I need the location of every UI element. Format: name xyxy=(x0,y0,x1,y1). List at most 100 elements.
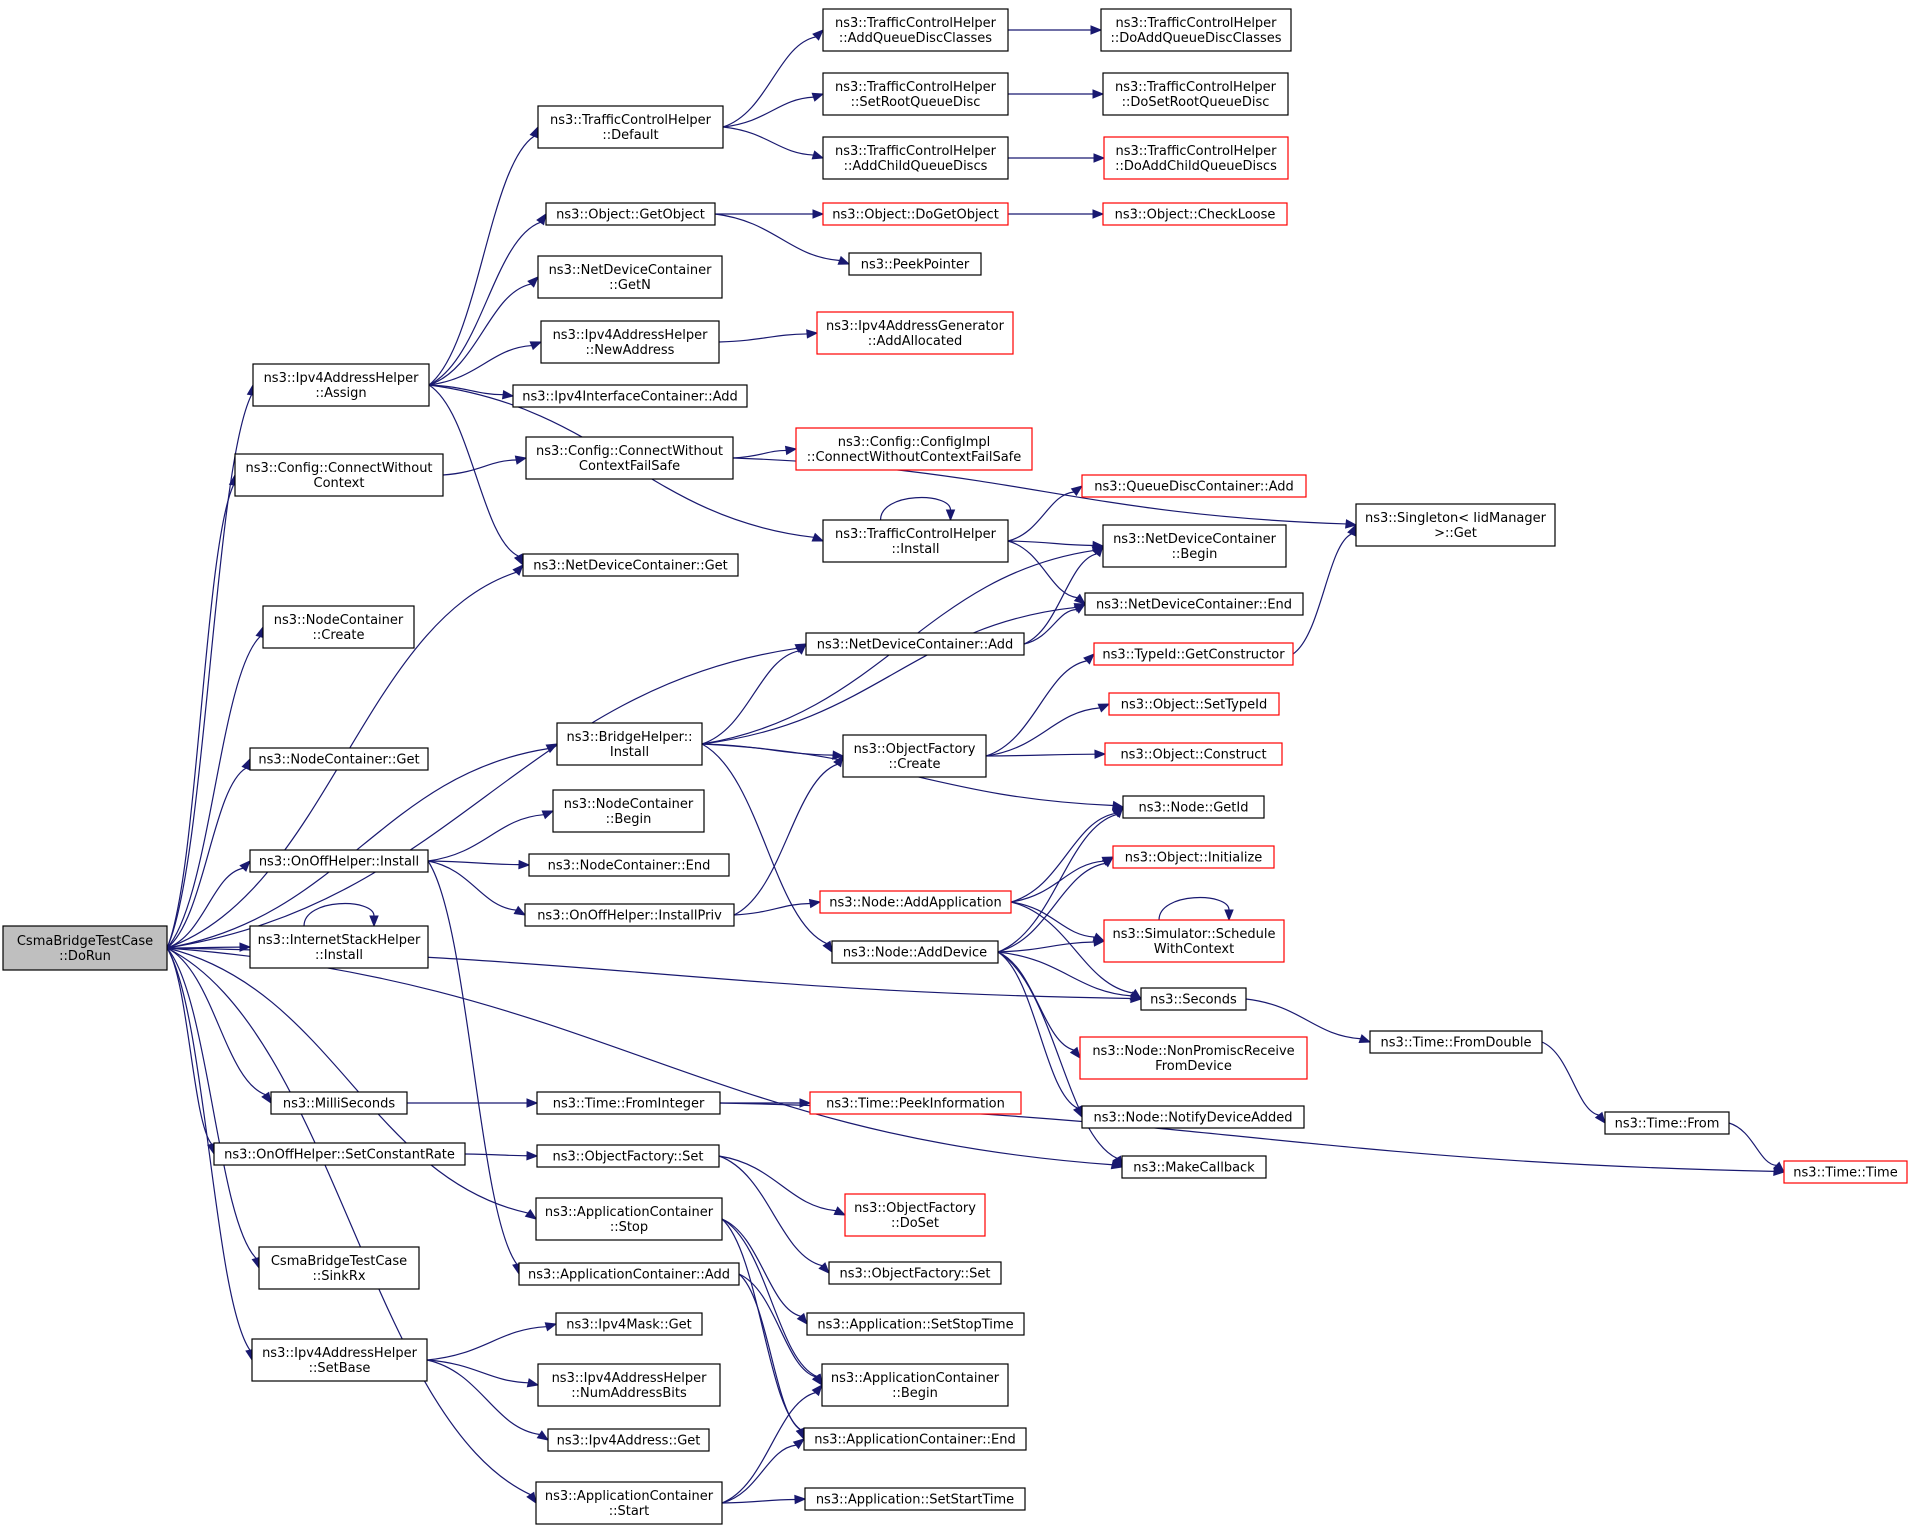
edge-arrowhead xyxy=(1092,209,1105,219)
node-ofset2[interactable]: ns3::ObjectFactory::Set xyxy=(828,1261,1002,1285)
node-label: ns3::Node::NonPromiscReceive xyxy=(1092,1044,1294,1059)
edge-line xyxy=(166,636,261,949)
edge-arrowhead xyxy=(811,1383,823,1397)
node-tfrom[interactable]: ns3::Time::From xyxy=(1604,1111,1730,1135)
node-objdoget[interactable]: ns3::Object::DoGetObject xyxy=(822,202,1009,226)
edge-acadd-acbegin xyxy=(738,1273,823,1387)
node-acbegin[interactable]: ns3::ApplicationContainer::Begin xyxy=(821,1363,1009,1407)
node-tchdefault[interactable]: ns3::TrafficControlHelper::Default xyxy=(537,105,724,149)
node-box xyxy=(528,853,730,877)
node-label: ns3::InternetStackHelper xyxy=(258,933,421,948)
node-ipv4newaddr[interactable]: ns3::Ipv4AddressHelper::NewAddress xyxy=(540,320,720,364)
node-nccreate[interactable]: ns3::NodeContainer::Create xyxy=(262,605,415,649)
node-label: ::ConnectWithoutContextFailSafe xyxy=(807,450,1022,465)
node-appsetstop[interactable]: ns3::Application::SetStopTime xyxy=(806,1312,1025,1336)
node-tchinstall[interactable]: ns3::TrafficControlHelper::Install xyxy=(822,519,1009,563)
node-milli[interactable]: ns3::MilliSeconds xyxy=(270,1091,408,1115)
node-box xyxy=(258,1246,420,1290)
node-acstop[interactable]: ns3::ApplicationContainer::Stop xyxy=(535,1197,723,1241)
node-label: ns3::TrafficControlHelper xyxy=(835,144,997,159)
node-cfgconn[interactable]: ns3::Config::ConnectWithoutContext xyxy=(234,453,444,497)
node-box xyxy=(249,849,429,873)
node-settypeid[interactable]: ns3::Object::SetTypeId xyxy=(1108,692,1280,716)
node-acstart[interactable]: ns3::ApplicationContainer::Start xyxy=(535,1481,723,1525)
edge-arrowhead xyxy=(1092,544,1104,558)
edge-onoffinstall-installpriv xyxy=(427,860,527,916)
edge-arrowhead xyxy=(1093,937,1106,947)
node-construct[interactable]: ns3::Object::Construct xyxy=(1104,742,1283,766)
node-root[interactable]: CsmaBridgeTestCase::DoRun xyxy=(2,925,168,971)
edge-tchdefault-tchaddqdc xyxy=(722,29,824,128)
node-tpeekinfo[interactable]: ns3::Time::PeekInformation xyxy=(809,1091,1022,1115)
node-nodeadddev[interactable]: ns3::Node::AddDevice xyxy=(831,940,999,964)
node-qdcadd[interactable]: ns3::QueueDiscContainer::Add xyxy=(1081,474,1307,498)
node-ncbegin[interactable]: ns3::NodeContainer::Begin xyxy=(552,789,705,833)
node-box xyxy=(1103,136,1289,180)
node-tchdoaddqdc[interactable]: ns3::TrafficControlHelper::DoAddQueueDis… xyxy=(1100,8,1292,52)
node-installpriv[interactable]: ns3::OnOffHelper::InstallPriv xyxy=(524,903,735,927)
node-peek[interactable]: ns3::PeekPointer xyxy=(848,252,982,276)
node-getctor[interactable]: ns3::TypeId::GetConstructor xyxy=(1093,642,1294,666)
node-ipv4setbase[interactable]: ns3::Ipv4AddressHelper::SetBase xyxy=(251,1338,428,1382)
node-cfgconnfs[interactable]: ns3::Config::ConnectWithoutContextFailSa… xyxy=(525,436,734,480)
node-ncend[interactable]: ns3::NodeContainer::End xyxy=(528,853,730,877)
node-ishinstall[interactable]: ns3::InternetStackHelper::Install xyxy=(249,925,429,969)
node-maskget[interactable]: ns3::Ipv4Mask::Get xyxy=(555,1312,703,1336)
node-ndcbegin[interactable]: ns3::NetDeviceContainer::Begin xyxy=(1102,524,1287,568)
edge-line xyxy=(428,135,535,386)
node-setconst[interactable]: ns3::OnOffHelper::SetConstantRate xyxy=(213,1142,466,1166)
node-iicadd[interactable]: ns3::Ipv4InterfaceContainer::Add xyxy=(512,384,748,408)
edge-ndcadd-ndcbegin xyxy=(1023,544,1104,645)
node-seconds[interactable]: ns3::Seconds xyxy=(1140,987,1247,1011)
node-ndcget[interactable]: ns3::NetDeviceContainer::Get xyxy=(522,553,739,577)
node-singleton[interactable]: ns3::Singleton< IidManager>::Get xyxy=(1355,503,1556,547)
edge-line xyxy=(985,753,1096,757)
node-acadd[interactable]: ns3::ApplicationContainer::Add xyxy=(518,1262,740,1286)
node-box xyxy=(1355,503,1556,547)
node-bridgeinstall[interactable]: ns3::BridgeHelper::Install xyxy=(556,722,703,766)
node-objinit[interactable]: ns3::Object::Initialize xyxy=(1112,845,1275,869)
node-tchaddqdc[interactable]: ns3::TrafficControlHelper::AddQueueDiscC… xyxy=(822,8,1009,52)
node-tchdosetroot[interactable]: ns3::TrafficControlHelper::DoSetRootQueu… xyxy=(1102,72,1289,116)
node-ipv4assign[interactable]: ns3::Ipv4AddressHelper::Assign xyxy=(252,363,430,407)
node-ncget[interactable]: ns3::NodeContainer::Get xyxy=(249,747,429,771)
node-tfromdouble[interactable]: ns3::Time::FromDouble xyxy=(1369,1030,1543,1054)
node-tchdoaddchild[interactable]: ns3::TrafficControlHelper::DoAddChildQue… xyxy=(1103,136,1289,180)
node-tchaddchild[interactable]: ns3::TrafficControlHelper::AddChildQueue… xyxy=(822,136,1009,180)
node-ipv4gen[interactable]: ns3::Ipv4AddressGenerator::AddAllocated xyxy=(816,311,1014,355)
node-acend[interactable]: ns3::ApplicationContainer::End xyxy=(803,1427,1027,1451)
node-nodeaddapp[interactable]: ns3::Node::AddApplication xyxy=(819,890,1012,914)
node-tfrominteger[interactable]: ns3::Time::FromInteger xyxy=(536,1091,721,1115)
node-numaddrbits[interactable]: ns3::Ipv4AddressHelper::NumAddressBits xyxy=(537,1363,721,1407)
node-notifydev[interactable]: ns3::Node::NotifyDeviceAdded xyxy=(1081,1105,1305,1129)
node-addrget[interactable]: ns3::Ipv4Address::Get xyxy=(547,1428,710,1452)
node-cfgimpl[interactable]: ns3::Config::ConfigImpl::ConnectWithoutC… xyxy=(795,427,1033,471)
node-box xyxy=(1102,524,1287,568)
node-ndcgetn[interactable]: ns3::NetDeviceContainer::GetN xyxy=(537,255,723,299)
node-checkloose[interactable]: ns3::Object::CheckLoose xyxy=(1102,202,1288,226)
node-objget[interactable]: ns3::Object::GetObject xyxy=(545,202,716,226)
edge-line xyxy=(1007,540,1094,547)
node-ofdoset[interactable]: ns3::ObjectFactory::DoSet xyxy=(844,1193,986,1237)
node-ndcadd[interactable]: ns3::NetDeviceContainer::Add xyxy=(805,632,1025,656)
edge-tchsetroot-tchdosetroot xyxy=(1008,89,1105,99)
node-onoffinstall[interactable]: ns3::OnOffHelper::Install xyxy=(249,849,429,873)
node-ndcend[interactable]: ns3::NetDeviceContainer::End xyxy=(1084,592,1304,616)
node-label: CsmaBridgeTestCase xyxy=(271,1254,407,1269)
node-label: ::Begin xyxy=(1172,547,1218,562)
edge-ipv4setbase-addrget xyxy=(426,1359,550,1441)
node-ofset[interactable]: ns3::ObjectFactory::Set xyxy=(536,1144,720,1168)
node-tchsetroot[interactable]: ns3::TrafficControlHelper::SetRootQueueD… xyxy=(822,72,1009,116)
node-ttime[interactable]: ns3::Time::Time xyxy=(1783,1160,1908,1184)
edge-arrowhead xyxy=(945,509,956,522)
node-makecb[interactable]: ns3::MakeCallback xyxy=(1121,1155,1267,1179)
node-ofcreate[interactable]: ns3::ObjectFactory::Create xyxy=(842,734,987,778)
edge-arrowhead xyxy=(518,859,531,870)
edge-arrowhead xyxy=(544,1322,558,1332)
node-box xyxy=(535,1481,723,1525)
node-appsetstart[interactable]: ns3::Application::SetStartTime xyxy=(804,1487,1026,1511)
node-sinkrx[interactable]: CsmaBridgeTestCase::SinkRx xyxy=(258,1246,420,1290)
node-nodegetid[interactable]: ns3::Node::GetId xyxy=(1122,795,1265,819)
